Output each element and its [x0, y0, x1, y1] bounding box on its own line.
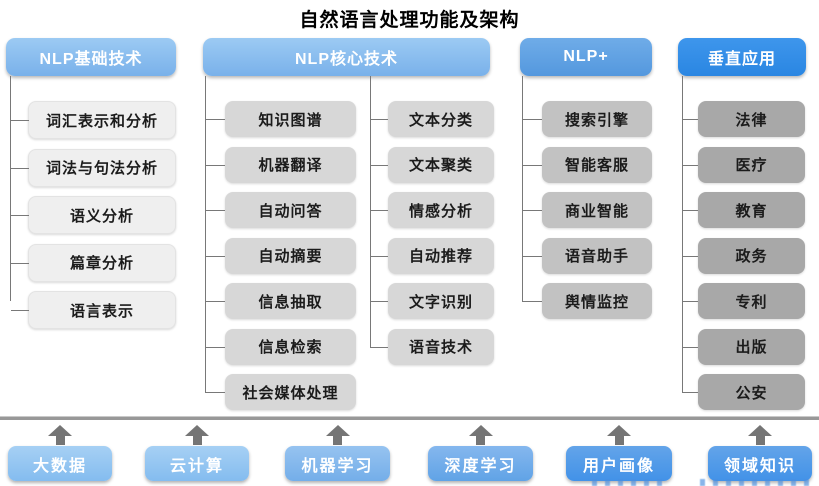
node-basic: 语义分析	[11, 196, 176, 234]
node-vertical: 法律	[682, 101, 805, 137]
node-vertical: 教育	[682, 192, 805, 228]
node-plus: 智能客服	[522, 146, 652, 183]
up-arrow-icon	[185, 425, 209, 445]
foundation-unit: 用户画像	[566, 425, 672, 481]
watermark-fragment	[700, 479, 814, 486]
node-vertical: 政务	[682, 237, 805, 274]
node-basic: 语言表示	[11, 291, 176, 329]
node-core: 自动摘要	[205, 237, 356, 274]
foundation-unit: 机器学习	[285, 425, 390, 481]
node-vertical: 出版	[682, 328, 805, 365]
node-core: 自动推荐	[370, 237, 494, 274]
node-core: 情感分析	[370, 192, 494, 228]
connector-spine-core-left	[205, 76, 206, 392]
node-plus: 语音助手	[522, 237, 652, 274]
column-header-nlp-basic: NLP基础技术	[6, 38, 176, 76]
node-core: 文字识别	[370, 283, 494, 319]
up-arrow-icon	[748, 425, 772, 445]
foundation-box: 用户画像	[566, 446, 672, 481]
node-core: 信息抽取	[205, 283, 356, 319]
column-header-vertical-apps: 垂直应用	[678, 38, 806, 76]
column-header-nlp-plus: NLP+	[520, 38, 652, 76]
up-arrow-icon	[468, 425, 493, 445]
connector-spine-vertical	[682, 76, 683, 392]
column-nlp-basic: 词汇表示和分析 词法与句法分析 语义分析 篇章分析 语言表示	[11, 101, 176, 329]
node-core: 知识图谱	[205, 101, 356, 137]
connector-spine-basic	[10, 76, 11, 301]
page-title: 自然语言处理功能及架构	[299, 10, 520, 31]
foundation-unit: 云计算	[145, 425, 249, 481]
node-plus: 舆情监控	[522, 283, 652, 319]
foundation-unit: 深度学习	[428, 425, 533, 481]
node-core: 文本聚类	[370, 146, 494, 183]
node-core: 语音技术	[370, 328, 494, 365]
node-vertical: 专利	[682, 283, 805, 319]
column-nlp-core-left: 知识图谱 机器翻译 自动问答 自动摘要 信息抽取 信息检索 社会媒体处理	[205, 101, 356, 410]
foundation-divider-line	[0, 416, 819, 420]
watermark-fragment	[592, 479, 668, 486]
foundation-unit: 领域知识	[708, 425, 812, 481]
node-basic: 词法与句法分析	[11, 148, 176, 187]
up-arrow-icon	[48, 425, 72, 445]
node-core: 社会媒体处理	[205, 374, 356, 410]
node-plus: 搜索引擎	[522, 101, 652, 137]
node-core: 机器翻译	[205, 146, 356, 183]
column-header-nlp-core: NLP核心技术	[203, 38, 490, 76]
node-core: 自动问答	[205, 192, 356, 228]
foundation-box: 云计算	[145, 446, 249, 481]
foundation-box: 领域知识	[708, 446, 812, 481]
node-core: 文本分类	[370, 101, 494, 137]
up-arrow-icon	[325, 425, 350, 445]
node-core: 信息检索	[205, 328, 356, 365]
foundation-box: 深度学习	[428, 446, 533, 481]
node-basic: 篇章分析	[11, 243, 176, 282]
connector-spine-plus	[522, 76, 523, 301]
foundation-unit: 大数据	[8, 425, 112, 481]
node-plus: 商业智能	[522, 192, 652, 228]
node-vertical: 公安	[682, 374, 805, 410]
column-nlp-core-right: 文本分类 文本聚类 情感分析 自动推荐 文字识别 语音技术	[370, 101, 494, 365]
node-basic: 词汇表示和分析	[11, 101, 176, 139]
foundation-box: 机器学习	[285, 446, 390, 481]
foundation-box: 大数据	[8, 446, 112, 481]
node-vertical: 医疗	[682, 146, 805, 183]
column-nlp-plus: 搜索引擎 智能客服 商业智能 语音助手 舆情监控	[522, 101, 652, 319]
up-arrow-icon	[607, 425, 631, 445]
column-vertical-apps: 法律 医疗 教育 政务 专利 出版 公安	[682, 101, 805, 410]
connector-spine-core-right	[370, 76, 371, 347]
